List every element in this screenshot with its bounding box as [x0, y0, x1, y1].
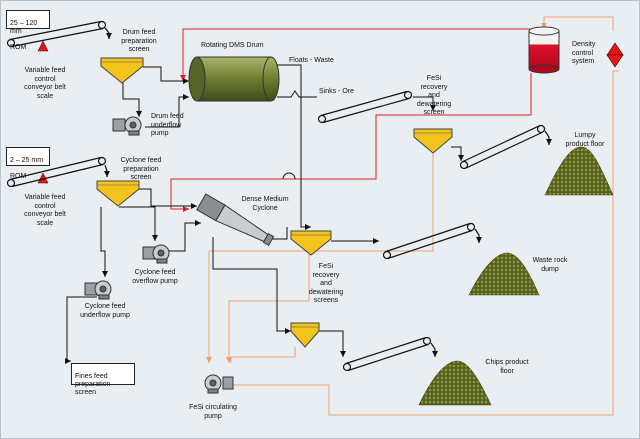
conveyor-belt-icon — [342, 336, 438, 372]
stockpile-icon — [544, 146, 614, 196]
flow-lines — [65, 64, 464, 364]
stockpiles — [418, 146, 614, 406]
feed-marker-triangle-icon — [37, 40, 49, 52]
rom-coarse-label: ROM — [10, 44, 27, 51]
conveyor-belt-icon — [6, 156, 110, 188]
cyclone-underflow-pump-label: Cyclone feed underflow pump — [80, 303, 130, 319]
cyclone-feed-screen-icon — [96, 180, 140, 207]
conveyor-belt-icon — [6, 20, 112, 48]
cyclone-feed-screen-label: Cyclone feed preparation screen — [120, 157, 162, 181]
feed-scale-bottom-label: Variable feed control conveyor belt scal… — [24, 194, 66, 227]
centrifugal-pump-icon — [142, 244, 170, 264]
conveyor-belt-icon — [382, 222, 482, 260]
medium-lines — [170, 28, 532, 212]
fesi-recovery-top-label: FeSi recovery and dewatering screen — [416, 75, 452, 116]
rom-coarse-size: 25 – 120 mm — [10, 20, 38, 35]
waste-rock-dump-label: Waste rock dump — [532, 257, 568, 273]
stockpile-icon — [468, 252, 540, 296]
lumpy-floor-label: Lumpy product floor — [565, 132, 605, 148]
conveyor-belt-icon — [459, 124, 552, 170]
rom-coarse-box: 25 – 120 mm ROM — [6, 10, 50, 51]
dense-medium-cyclone-label: Dense Medium Cyclone — [241, 196, 289, 212]
drum-feed-screen-icon — [100, 57, 144, 84]
fesi-recovery-mid-label: FeSi recovery and dewatering screens — [308, 263, 344, 304]
floats-waste-label: Floats - Waste — [289, 57, 334, 64]
rom-fine-box: 2 – 25 mm ROM — [6, 147, 50, 180]
sinks-ore-label: Sinks - Ore — [319, 88, 355, 95]
drum-feed-pump-label: Drum feed underflow pump — [151, 113, 184, 137]
density-tank-icon — [528, 26, 560, 74]
rom-fine-label: ROM — [10, 173, 27, 180]
pumps — [84, 116, 234, 394]
conveyors — [6, 20, 552, 372]
density-control-label: Density control system — [572, 41, 596, 65]
fesi-circulating-pump-label: FeSi circulating pump — [189, 404, 237, 420]
centrifugal-pump-icon — [112, 116, 142, 136]
rotating-drum-icon — [188, 56, 280, 102]
fesi-recovery-mid-screen-icon — [290, 230, 332, 256]
feed-markers — [37, 40, 49, 184]
dense-medium-cyclone-icon — [196, 193, 275, 247]
feed-scale-top-label: Variable feed control conveyor belt scal… — [24, 67, 66, 100]
conveyor-belt-icon — [317, 90, 413, 124]
centrifugal-pump-icon — [204, 374, 234, 394]
chips-floor-label: Chips product floor — [485, 359, 529, 375]
centrifugal-pump-icon — [84, 280, 112, 300]
fines-feed-screen-box: Fines feed preparation screen — [71, 363, 135, 396]
cyclone-overflow-pump-label: Cyclone feed overflow pump — [132, 269, 178, 285]
fesi-recovery-top-screen-icon — [413, 128, 453, 154]
control-valve-icon — [606, 42, 624, 68]
return-lines — [206, 16, 619, 416]
rom-fine-size: 2 – 25 mm — [10, 157, 44, 164]
rotating-drum-label: Rotating DMS Drum — [201, 42, 264, 49]
fesi-recovery-chips-screen-icon — [290, 322, 320, 348]
screens — [96, 57, 453, 348]
stockpile-icon — [418, 360, 492, 406]
drum-feed-screen-label: Drum feed preparation screen — [121, 29, 157, 53]
fines-feed-screen-label: Fines feed preparation screen — [75, 373, 111, 396]
